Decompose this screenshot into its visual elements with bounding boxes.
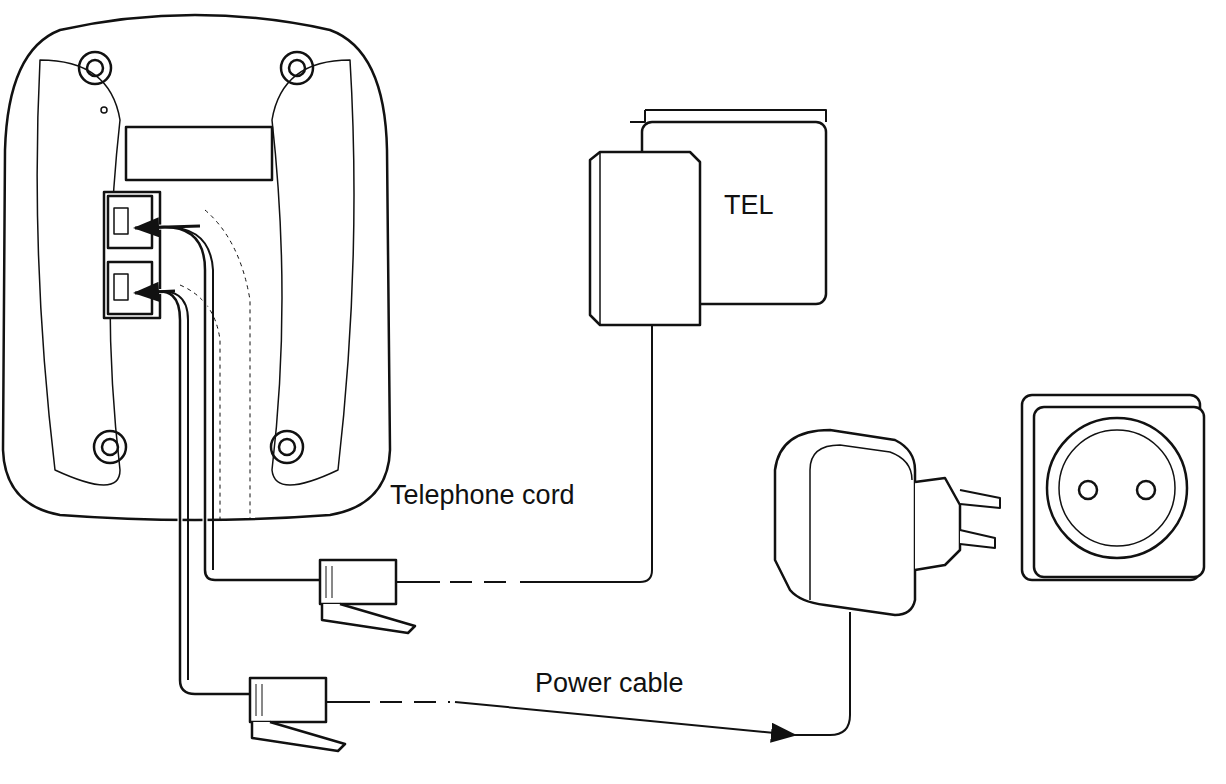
cable-label: Power cable [533,668,686,699]
node-label: TEL [724,190,774,221]
socket-box: TEL [642,122,826,304]
telephone-cord [135,226,652,633]
power-adapter [775,430,1000,615]
wall-outlet [1022,395,1204,580]
phone-socket [590,110,826,325]
phone-base [3,15,390,520]
power-cable [135,291,850,751]
cable-label: Telephone cord [388,480,577,511]
